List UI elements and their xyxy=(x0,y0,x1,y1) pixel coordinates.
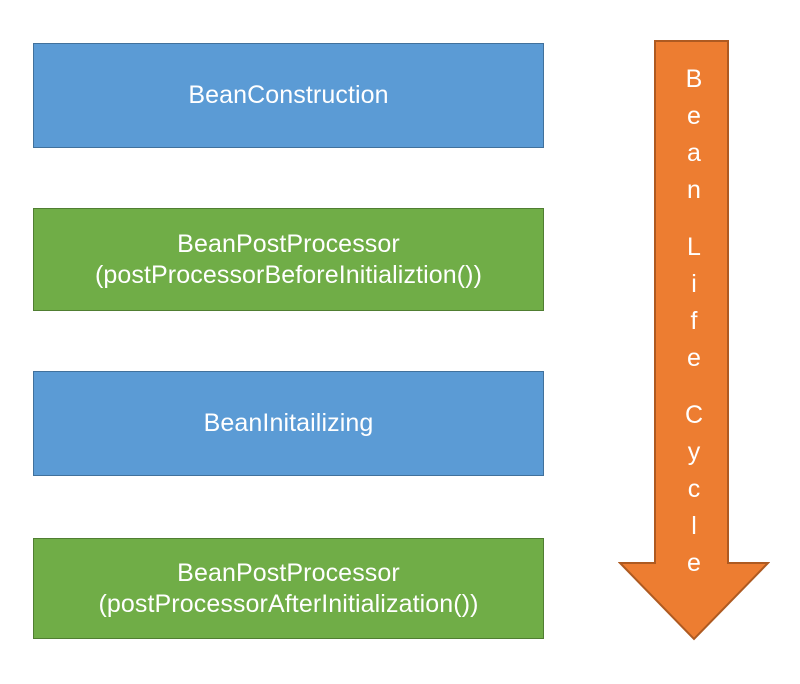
step-label-line2: (postProcessorBeforeInitializtion()) xyxy=(94,260,483,289)
step-label-line1: BeanInitailizing xyxy=(203,409,374,438)
step-label: BeanConstruction xyxy=(42,80,535,111)
process-step-bean-post-processor-before: BeanPostProcessor (postProcessorBeforeIn… xyxy=(33,208,544,311)
step-label: BeanInitailizing xyxy=(42,408,535,439)
process-step-bean-construction: BeanConstruction xyxy=(33,43,544,148)
step-label-line1: BeanPostProcessor xyxy=(177,230,400,258)
bean-life-cycle-arrow: B e a n L i f e C y c l e xyxy=(618,39,770,641)
down-arrow-icon xyxy=(618,40,770,641)
step-label-line1: BeanPostProcessor xyxy=(177,559,400,587)
step-label: BeanPostProcessor (postProcessorAfterIni… xyxy=(42,558,535,619)
process-step-bean-post-processor-after: BeanPostProcessor (postProcessorAfterIni… xyxy=(33,538,544,639)
step-label-line1: BeanConstruction xyxy=(188,81,389,110)
step-label: BeanPostProcessor (postProcessorBeforeIn… xyxy=(42,229,535,290)
process-step-bean-initializing: BeanInitailizing xyxy=(33,371,544,476)
step-label-line2: (postProcessorAfterInitialization()) xyxy=(98,589,479,618)
